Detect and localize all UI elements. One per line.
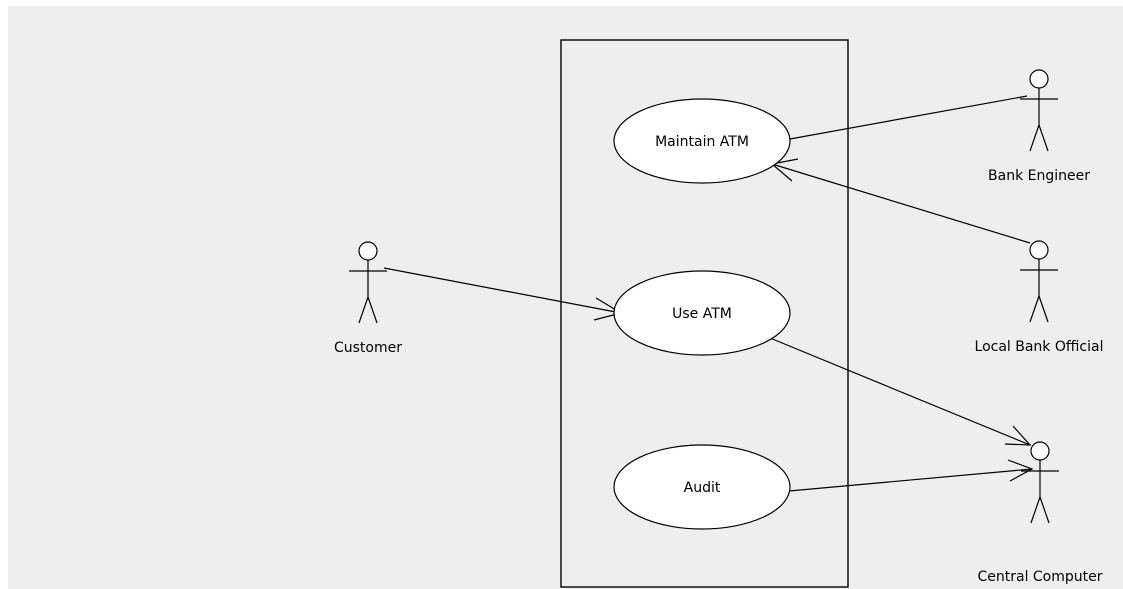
- association-audit-central-computer[interactable]: [788, 468, 1033, 492]
- actor-local-bank-official[interactable]: Local Bank Official: [975, 240, 1104, 355]
- use-case-label: Use ATM: [672, 306, 732, 322]
- association-maintain-atm-bank-engineer[interactable]: [789, 95, 1028, 140]
- stick-figure-icon: [349, 241, 387, 324]
- association-customer-use-atm[interactable]: [383, 267, 622, 314]
- actor-label: Local Bank Official: [975, 339, 1104, 355]
- arrowhead-central-computer-2: [1007, 459, 1034, 482]
- actor-label: Bank Engineer: [988, 168, 1090, 184]
- stick-figure-icon: [1020, 69, 1058, 152]
- system-boundary[interactable]: [560, 39, 849, 588]
- actor-bank-engineer[interactable]: Bank Engineer: [988, 69, 1090, 184]
- use-case-label: Audit: [684, 480, 721, 496]
- actor-label: Customer: [334, 340, 402, 356]
- association-local-bank-official-maintain-atm[interactable]: [771, 163, 1031, 244]
- arrowhead-central-computer-1: [1004, 425, 1032, 446]
- association-use-atm-central-computer[interactable]: [769, 337, 1031, 446]
- stick-figure-icon: [1020, 240, 1058, 323]
- actor-label: Central Computer: [977, 569, 1102, 585]
- actor-customer[interactable]: Customer: [334, 241, 402, 356]
- use-case-use-atm[interactable]: Use ATM: [613, 270, 791, 356]
- diagram-canvas: [8, 6, 1123, 589]
- use-case-label: Maintain ATM: [655, 134, 749, 150]
- stick-figure-icon: [1021, 441, 1059, 524]
- use-case-maintain-atm[interactable]: Maintain ATM: [613, 98, 791, 184]
- actor-central-computer[interactable]: Central Computer: [977, 441, 1103, 585]
- use-case-audit[interactable]: Audit: [613, 444, 791, 530]
